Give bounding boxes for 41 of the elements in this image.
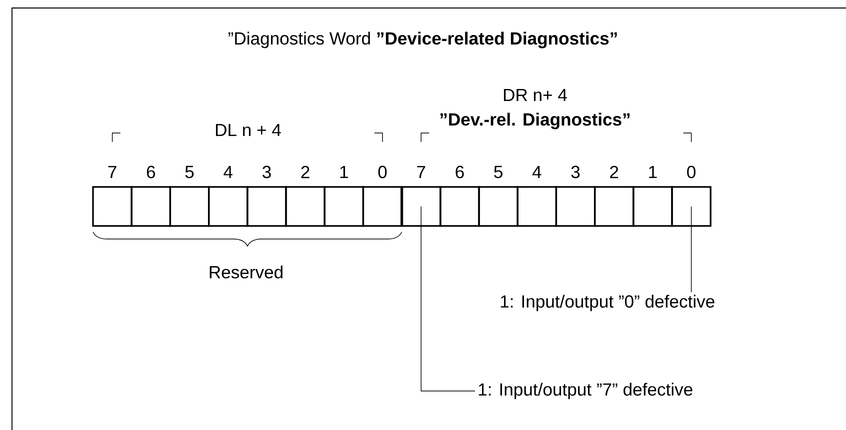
bit-number: 4: [532, 166, 542, 178]
bit-cell: [555, 186, 596, 227]
bit-cell: [440, 186, 480, 227]
note-text: 1: Input/output ”7” defective: [478, 382, 692, 400]
bit-number: 7: [417, 166, 426, 178]
bit-number: 1: [649, 166, 657, 178]
bit-number: 2: [301, 166, 310, 178]
group-label: Reserved: [210, 266, 282, 278]
bit-cell: [362, 186, 403, 227]
leader-line: [690, 206, 692, 293]
note-text: 1: Input/output ”0” defective: [500, 294, 714, 312]
bit-number: 5: [185, 166, 194, 178]
bit-cell: [169, 186, 210, 227]
bit-cell: [130, 186, 172, 227]
bit-number: 3: [262, 166, 271, 178]
bit-number: 1: [340, 166, 348, 178]
bit-cell: [478, 186, 518, 227]
bit-number: 6: [456, 166, 464, 178]
bit-number: 4: [224, 166, 232, 178]
bit-cell: [671, 186, 712, 227]
byte-label: ”Dev.-rel. Diagnostics”: [440, 112, 630, 130]
bit-cell: [401, 186, 442, 227]
byte-label: DR n+ 4: [504, 88, 567, 102]
bit-number: 2: [610, 166, 618, 178]
bit-number: 0: [687, 166, 696, 178]
bit-number: 5: [494, 166, 502, 178]
bit-cell: [594, 186, 634, 227]
byte-label: DL n + 4: [216, 124, 281, 136]
bit-cell: [92, 186, 132, 227]
title: ”Diagnostics Word ”Device-related Diagnostics”: [228, 32, 617, 48]
bit-cell: [324, 186, 364, 227]
leader-line: [420, 206, 476, 392]
bit-number: 3: [571, 166, 580, 178]
bit-cell: [285, 186, 326, 227]
bit-cell: [516, 186, 558, 227]
bit-cell: [208, 186, 248, 227]
bit-number: 6: [146, 166, 156, 178]
bit-cell: [246, 186, 287, 227]
bit-number: 7: [108, 166, 116, 178]
bit-number: 0: [378, 166, 387, 178]
bit-cell: [632, 186, 673, 227]
